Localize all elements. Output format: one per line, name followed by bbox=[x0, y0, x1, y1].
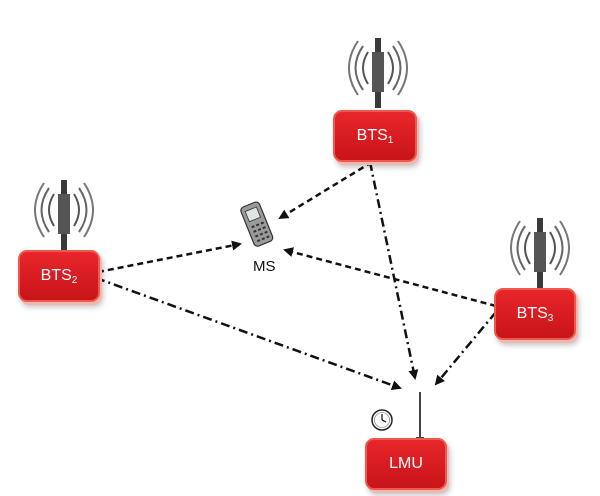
bts1-label: BTS1 bbox=[356, 127, 394, 146]
bts2-label: BTS2 bbox=[40, 267, 78, 286]
arrow-bts2-ms bbox=[97, 240, 242, 274]
arrow-bts1-ms bbox=[278, 160, 373, 220]
antenna-icon-bts3 bbox=[510, 218, 570, 288]
bts3-label: BTS3 bbox=[516, 305, 554, 324]
arrow-bts3-ms bbox=[283, 247, 497, 308]
clock-icon bbox=[371, 409, 393, 431]
lmu-label: LMU bbox=[389, 455, 423, 472]
antenna-icon-lmu bbox=[416, 392, 424, 439]
bts1-node: BTS1 bbox=[333, 110, 417, 162]
arrow-bts2-lmu bbox=[95, 276, 402, 390]
lmu-node: LMU bbox=[365, 438, 447, 490]
arrow-bts1-lmu bbox=[368, 161, 419, 380]
ms-label: MS bbox=[253, 258, 276, 275]
mobile-phone-icon bbox=[240, 201, 274, 247]
bts2-node: BTS2 bbox=[18, 250, 100, 302]
arrow-bts3-lmu bbox=[434, 311, 497, 386]
antenna-icon-bts1 bbox=[348, 38, 408, 108]
antenna-icon-bts2 bbox=[34, 180, 94, 252]
bts3-node: BTS3 bbox=[494, 288, 576, 340]
